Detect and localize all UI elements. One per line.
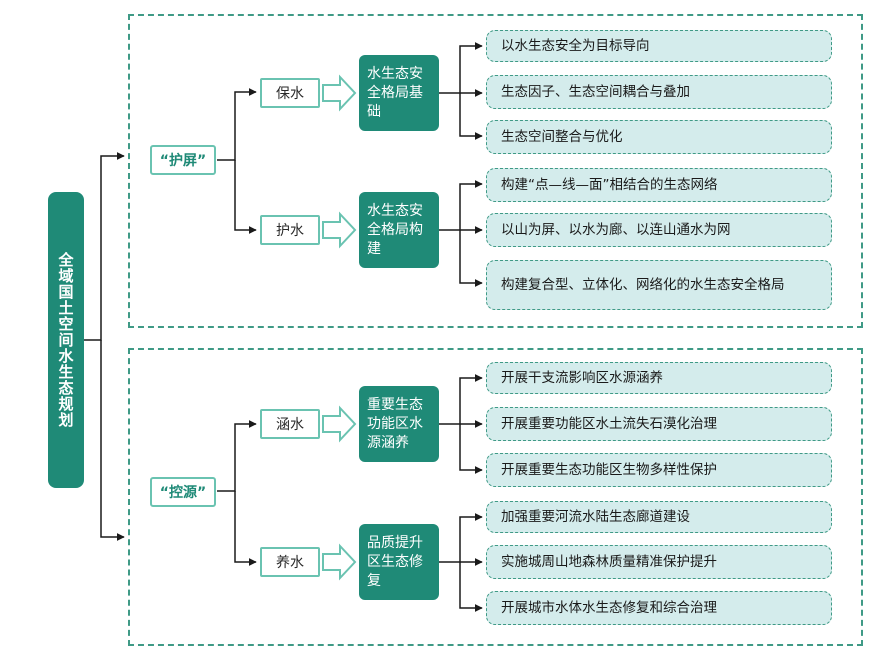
target-node: 重要生态功能区水源涵养 xyxy=(359,386,439,462)
sub-node-yang-shui: 养水 xyxy=(260,547,320,577)
leaf-node: 加强重要河流水陆生态廊道建设 xyxy=(486,501,832,533)
top-section-frame xyxy=(128,14,863,328)
leaf-label: 生态因子、生态空间耦合与叠加 xyxy=(501,83,690,100)
hollow-arrow-icon xyxy=(322,405,357,443)
leaf-node: 生态因子、生态空间耦合与叠加 xyxy=(486,75,832,109)
leaf-node: 开展城市水体水生态修复和综合治理 xyxy=(486,591,832,625)
leaf-label: 开展重要生态功能区生物多样性保护 xyxy=(501,461,717,478)
bottom-section-frame xyxy=(128,348,863,646)
leaf-label: 生态空间整合与优化 xyxy=(501,128,623,145)
root-label: 全域国土空间水生态规划 xyxy=(56,252,75,428)
leaf-label: 以山为屏、以水为廊、以连山通水为网 xyxy=(501,221,731,238)
target-label: 重要生态功能区水源涵养 xyxy=(367,396,423,451)
leaf-label: 开展城市水体水生态修复和综合治理 xyxy=(501,599,717,616)
hollow-arrow-icon xyxy=(322,211,357,249)
leaf-node: 以水生态安全为目标导向 xyxy=(486,30,832,62)
leaf-node: 以山为屏、以水为廊、以连山通水为网 xyxy=(486,213,832,247)
leaf-label: 加强重要河流水陆生态廊道建设 xyxy=(501,508,690,525)
sub-node-label: 涵水 xyxy=(276,417,304,433)
leaf-label: 开展干支流影响区水源涵养 xyxy=(501,369,663,386)
leaf-node: 生态空间整合与优化 xyxy=(486,120,832,154)
target-label: 品质提升区生态修复 xyxy=(367,534,423,589)
sub-node-label: 保水 xyxy=(276,86,304,102)
leaf-node: 开展干支流影响区水源涵养 xyxy=(486,362,832,394)
branch-label: “控源” xyxy=(159,485,207,501)
target-node: 水生态安全格局构建 xyxy=(359,192,439,268)
leaf-node: 构建复合型、立体化、网络化的水生态安全格局 xyxy=(486,260,832,310)
leaf-node: 开展重要功能区水土流失石漠化治理 xyxy=(486,407,832,441)
target-node: 水生态安全格局基础 xyxy=(359,55,439,131)
leaf-label: 以水生态安全为目标导向 xyxy=(501,37,650,54)
sub-node-han-shui: 涵水 xyxy=(260,409,320,439)
leaf-node: 构建“点—线—面”相结合的生态网络 xyxy=(486,168,832,202)
root-node: 全域国土空间水生态规划 xyxy=(48,192,84,488)
hollow-arrow-icon xyxy=(322,543,357,581)
sub-node-hu-shui: 护水 xyxy=(260,215,320,245)
leaf-label: 构建复合型、立体化、网络化的水生态安全格局 xyxy=(501,276,785,293)
target-label: 水生态安全格局基础 xyxy=(367,65,423,120)
leaf-label: 实施城周山地森林质量精准保护提升 xyxy=(501,553,717,570)
leaf-label: 开展重要功能区水土流失石漠化治理 xyxy=(501,415,717,432)
leaf-node: 开展重要生态功能区生物多样性保护 xyxy=(486,453,832,487)
sub-node-label: 护水 xyxy=(276,223,304,239)
branch-label: “护屏” xyxy=(159,153,207,169)
sub-node-bao-shui: 保水 xyxy=(260,78,320,108)
target-label: 水生态安全格局构建 xyxy=(367,202,423,257)
sub-node-label: 养水 xyxy=(276,555,304,571)
branch-node-kong-yuan: “控源” xyxy=(150,477,216,507)
leaf-label: 构建“点—线—面”相结合的生态网络 xyxy=(501,176,718,193)
branch-node-hu-ping: “护屏” xyxy=(150,145,216,175)
hollow-arrow-icon xyxy=(322,74,357,112)
target-node: 品质提升区生态修复 xyxy=(359,524,439,600)
leaf-node: 实施城周山地森林质量精准保护提升 xyxy=(486,545,832,579)
